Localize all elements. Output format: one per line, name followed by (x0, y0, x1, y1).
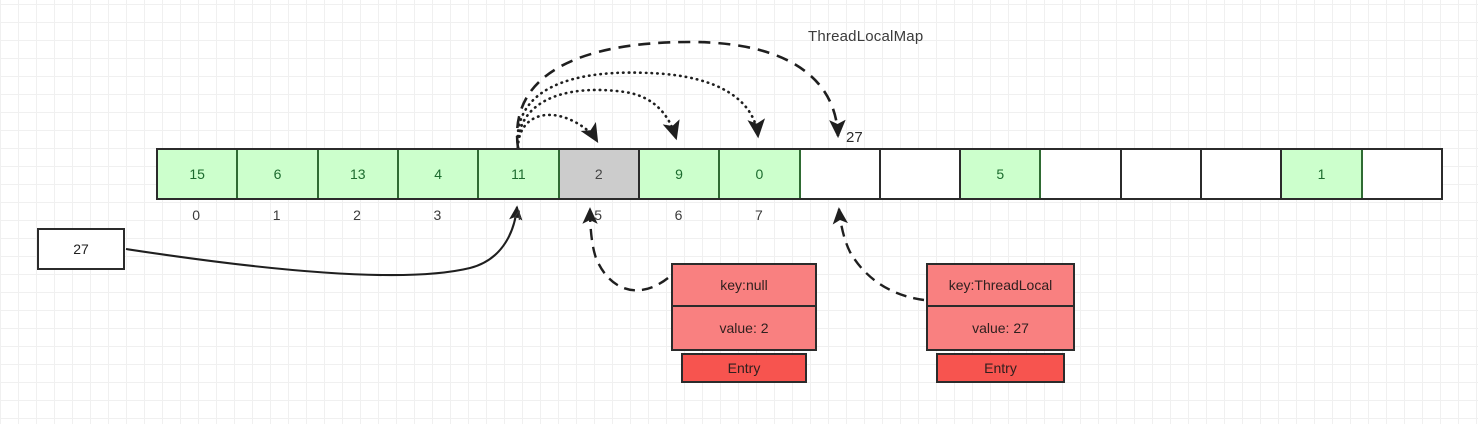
entry-stale: key:null value: 2 Entry (671, 263, 817, 383)
table-cell-10: 5 (961, 150, 1042, 198)
table-cell-value-3: 4 (434, 166, 442, 182)
source-value-text: 27 (73, 241, 89, 257)
table-cell-value-7: 0 (755, 166, 764, 182)
source-value-box: 27 (37, 228, 125, 270)
table-cell-value-14: 1 (1317, 166, 1326, 182)
table-cell-13 (1202, 150, 1283, 198)
entry-threadlocal-kv: key:ThreadLocal value: 27 (926, 263, 1075, 351)
entry-stale-kv: key:null value: 2 (671, 263, 817, 351)
entry-threadlocal-tag: Entry (936, 353, 1065, 383)
table-cell-value-5: 2 (594, 166, 603, 182)
table-cell-0: 15 (158, 150, 239, 198)
entry-threadlocal-value: value: 27 (972, 320, 1029, 336)
table-cell-5: 2 (559, 150, 640, 198)
table-cell-15 (1362, 150, 1441, 198)
table-index-5: 5 (594, 207, 603, 223)
table-cell-14: 1 (1282, 150, 1363, 198)
threadlocalmap-table: 15 6 13 4 11 2 9 0 5 1 (156, 148, 1443, 200)
page-title: ThreadLocalMap (808, 28, 924, 45)
table-cell-6: 9 (639, 150, 721, 198)
table-cell-value-6: 9 (675, 166, 683, 182)
table-cell-value-0: 15 (189, 166, 205, 182)
entry-stale-tag: Entry (681, 353, 807, 383)
table-cell-8 (800, 150, 881, 198)
entry-threadlocal-key: key:ThreadLocal (928, 265, 1073, 307)
table-index-0: 0 (192, 207, 201, 223)
table-cell-value-4: 11 (511, 166, 526, 182)
table-cell-7: 0 (720, 150, 801, 198)
table-cell-2: 13 (318, 150, 399, 198)
entry-threadlocal: key:ThreadLocal value: 27 Entry (926, 263, 1075, 383)
table-cell-12 (1121, 150, 1203, 198)
table-cell-value-1: 6 (273, 166, 282, 182)
table-index-4: 4 (513, 207, 522, 223)
table-cell-11 (1041, 150, 1122, 198)
table-cell-1: 6 (238, 150, 319, 198)
insert-arc-label: 27 (846, 129, 863, 146)
table-index-3: 3 (433, 207, 442, 223)
table-index-6: 6 (674, 207, 683, 223)
table-cell-value-2: 13 (349, 166, 366, 182)
table-cell-9 (880, 150, 962, 198)
entry-stale-key: key:null (673, 265, 815, 307)
table-index-row: 0 1 2 3 4 5 6 7 (156, 207, 1443, 229)
entry-stale-value: value: 2 (719, 320, 769, 336)
table-cell-value-10: 5 (996, 166, 1005, 182)
table-index-7: 7 (755, 207, 763, 223)
table-index-1: 1 (272, 207, 281, 223)
table-cell-3: 4 (398, 150, 480, 198)
table-cell-4: 11 (479, 150, 560, 198)
table-index-2: 2 (353, 207, 361, 223)
